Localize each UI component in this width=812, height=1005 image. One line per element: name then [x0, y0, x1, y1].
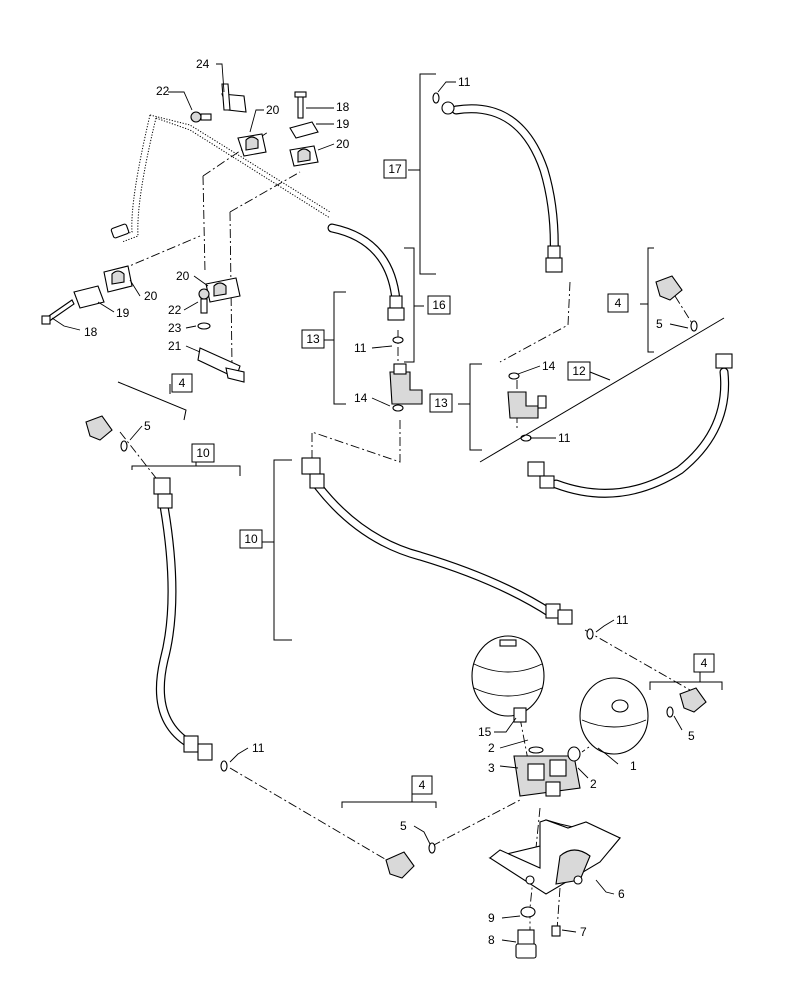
callout: 20: [266, 103, 280, 117]
bolt-22-mid: [198, 288, 210, 314]
plate-19-left: [73, 285, 105, 309]
callout-numbers: 24 22 20 18 19 20 11 20 18 19 20 22 23 2…: [84, 57, 695, 947]
callout: 19: [336, 117, 350, 131]
callout: 11: [252, 741, 265, 755]
callout: 20: [176, 269, 190, 283]
svg-text:13: 13: [306, 332, 320, 346]
callout: 18: [336, 100, 350, 114]
callout: 5: [400, 819, 407, 833]
callout: 18: [84, 325, 98, 339]
clamp-20-top-right: [289, 145, 319, 167]
callout: 20: [336, 137, 350, 151]
callout: 11: [558, 431, 571, 445]
elbow-fitting-4-bottom: [385, 851, 415, 879]
svg-text:4: 4: [179, 376, 186, 390]
callout: 6: [618, 887, 625, 901]
center-lines: [119, 131, 696, 931]
callout: 11: [616, 613, 629, 627]
washer-23: [197, 322, 211, 330]
clamp-group-left: [41, 265, 245, 383]
boxed-label: 4: [607, 293, 629, 313]
washer-9: [520, 906, 536, 918]
hose-10-left: [153, 477, 213, 761]
boxed-label: 10: [191, 443, 215, 463]
elbow-fitting-4-right: [679, 687, 707, 713]
callout: 11: [458, 75, 471, 89]
svg-text:10: 10: [244, 532, 258, 546]
callout: 24: [196, 57, 210, 71]
bracket-24: [221, 83, 247, 113]
callout: 14: [354, 391, 368, 405]
svg-text:4: 4: [701, 656, 708, 670]
bracket-21: [197, 347, 245, 383]
callout: 22: [168, 303, 182, 317]
callout: 2: [488, 741, 495, 755]
bolt-22-top: [190, 111, 212, 123]
callout: 14: [542, 359, 556, 373]
boxed-label: 17: [383, 159, 407, 179]
clamp-group-top: [190, 83, 319, 167]
svg-text:13: 13: [434, 396, 448, 410]
boxed-labels: 17 16 13 4 12 13 4 10: [171, 159, 715, 795]
boxed-label: 16: [427, 295, 451, 315]
hose-10-middle: [301, 457, 573, 625]
svg-text:10: 10: [196, 446, 210, 460]
bolt-8: [515, 929, 537, 959]
mounting-bracket-6: [488, 819, 621, 895]
hard-tube-assembly: [110, 114, 331, 243]
svg-text:12: 12: [572, 364, 586, 378]
bolt-18-left: [41, 299, 75, 325]
hose-16: [327, 223, 405, 321]
boxed-label: 13: [301, 329, 325, 349]
elbow-fitting-4-left: [85, 415, 113, 441]
clamp-20-top-left: [237, 133, 267, 157]
svg-text:4: 4: [419, 778, 426, 792]
callout: 8: [488, 933, 495, 947]
callout: 3: [488, 761, 495, 775]
group-brackets: [117, 73, 725, 808]
callout: 5: [144, 419, 151, 433]
hose-17: [441, 101, 563, 273]
callout: 5: [688, 729, 695, 743]
callout: 20: [144, 289, 158, 303]
callout: 7: [580, 925, 587, 939]
elbow-fitting-4-top-right: [655, 275, 683, 301]
callout: 15: [478, 725, 492, 739]
elbow-fitting-13-right: [507, 391, 547, 419]
svg-text:4: 4: [615, 296, 622, 310]
callout: 11: [354, 341, 367, 355]
bolt-18-top: [294, 91, 307, 119]
boxed-label: 12: [567, 361, 591, 381]
callout: 5: [656, 317, 663, 331]
boxed-label: 4: [171, 373, 193, 393]
accumulator-15: [471, 635, 545, 723]
callout: 21: [168, 339, 182, 353]
boxed-label: 4: [411, 775, 433, 795]
leader-lines: [51, 63, 689, 943]
callout: 1: [630, 759, 637, 773]
o-rings: [120, 92, 698, 854]
screw-7: [551, 925, 561, 937]
boxed-label: 4: [693, 653, 715, 673]
callout: 19: [116, 306, 130, 320]
boxed-label: 10: [239, 529, 263, 549]
hose-12: [527, 353, 733, 498]
valve-block-3: [513, 746, 581, 797]
elbow-fitting-13-left: [389, 363, 423, 405]
boxed-label: 13: [429, 393, 453, 413]
callout: 22: [156, 84, 170, 98]
callout: 9: [488, 911, 495, 925]
callout: 23: [168, 321, 182, 335]
svg-text:16: 16: [432, 298, 446, 312]
callout: 2: [590, 777, 597, 791]
accumulator-1: [579, 677, 649, 755]
svg-text:17: 17: [388, 162, 402, 176]
plate-19-top: [289, 121, 319, 139]
clamp-20-mid: [205, 277, 241, 303]
clamp-20-left: [103, 265, 133, 293]
tube-end-fitting: [110, 223, 130, 239]
